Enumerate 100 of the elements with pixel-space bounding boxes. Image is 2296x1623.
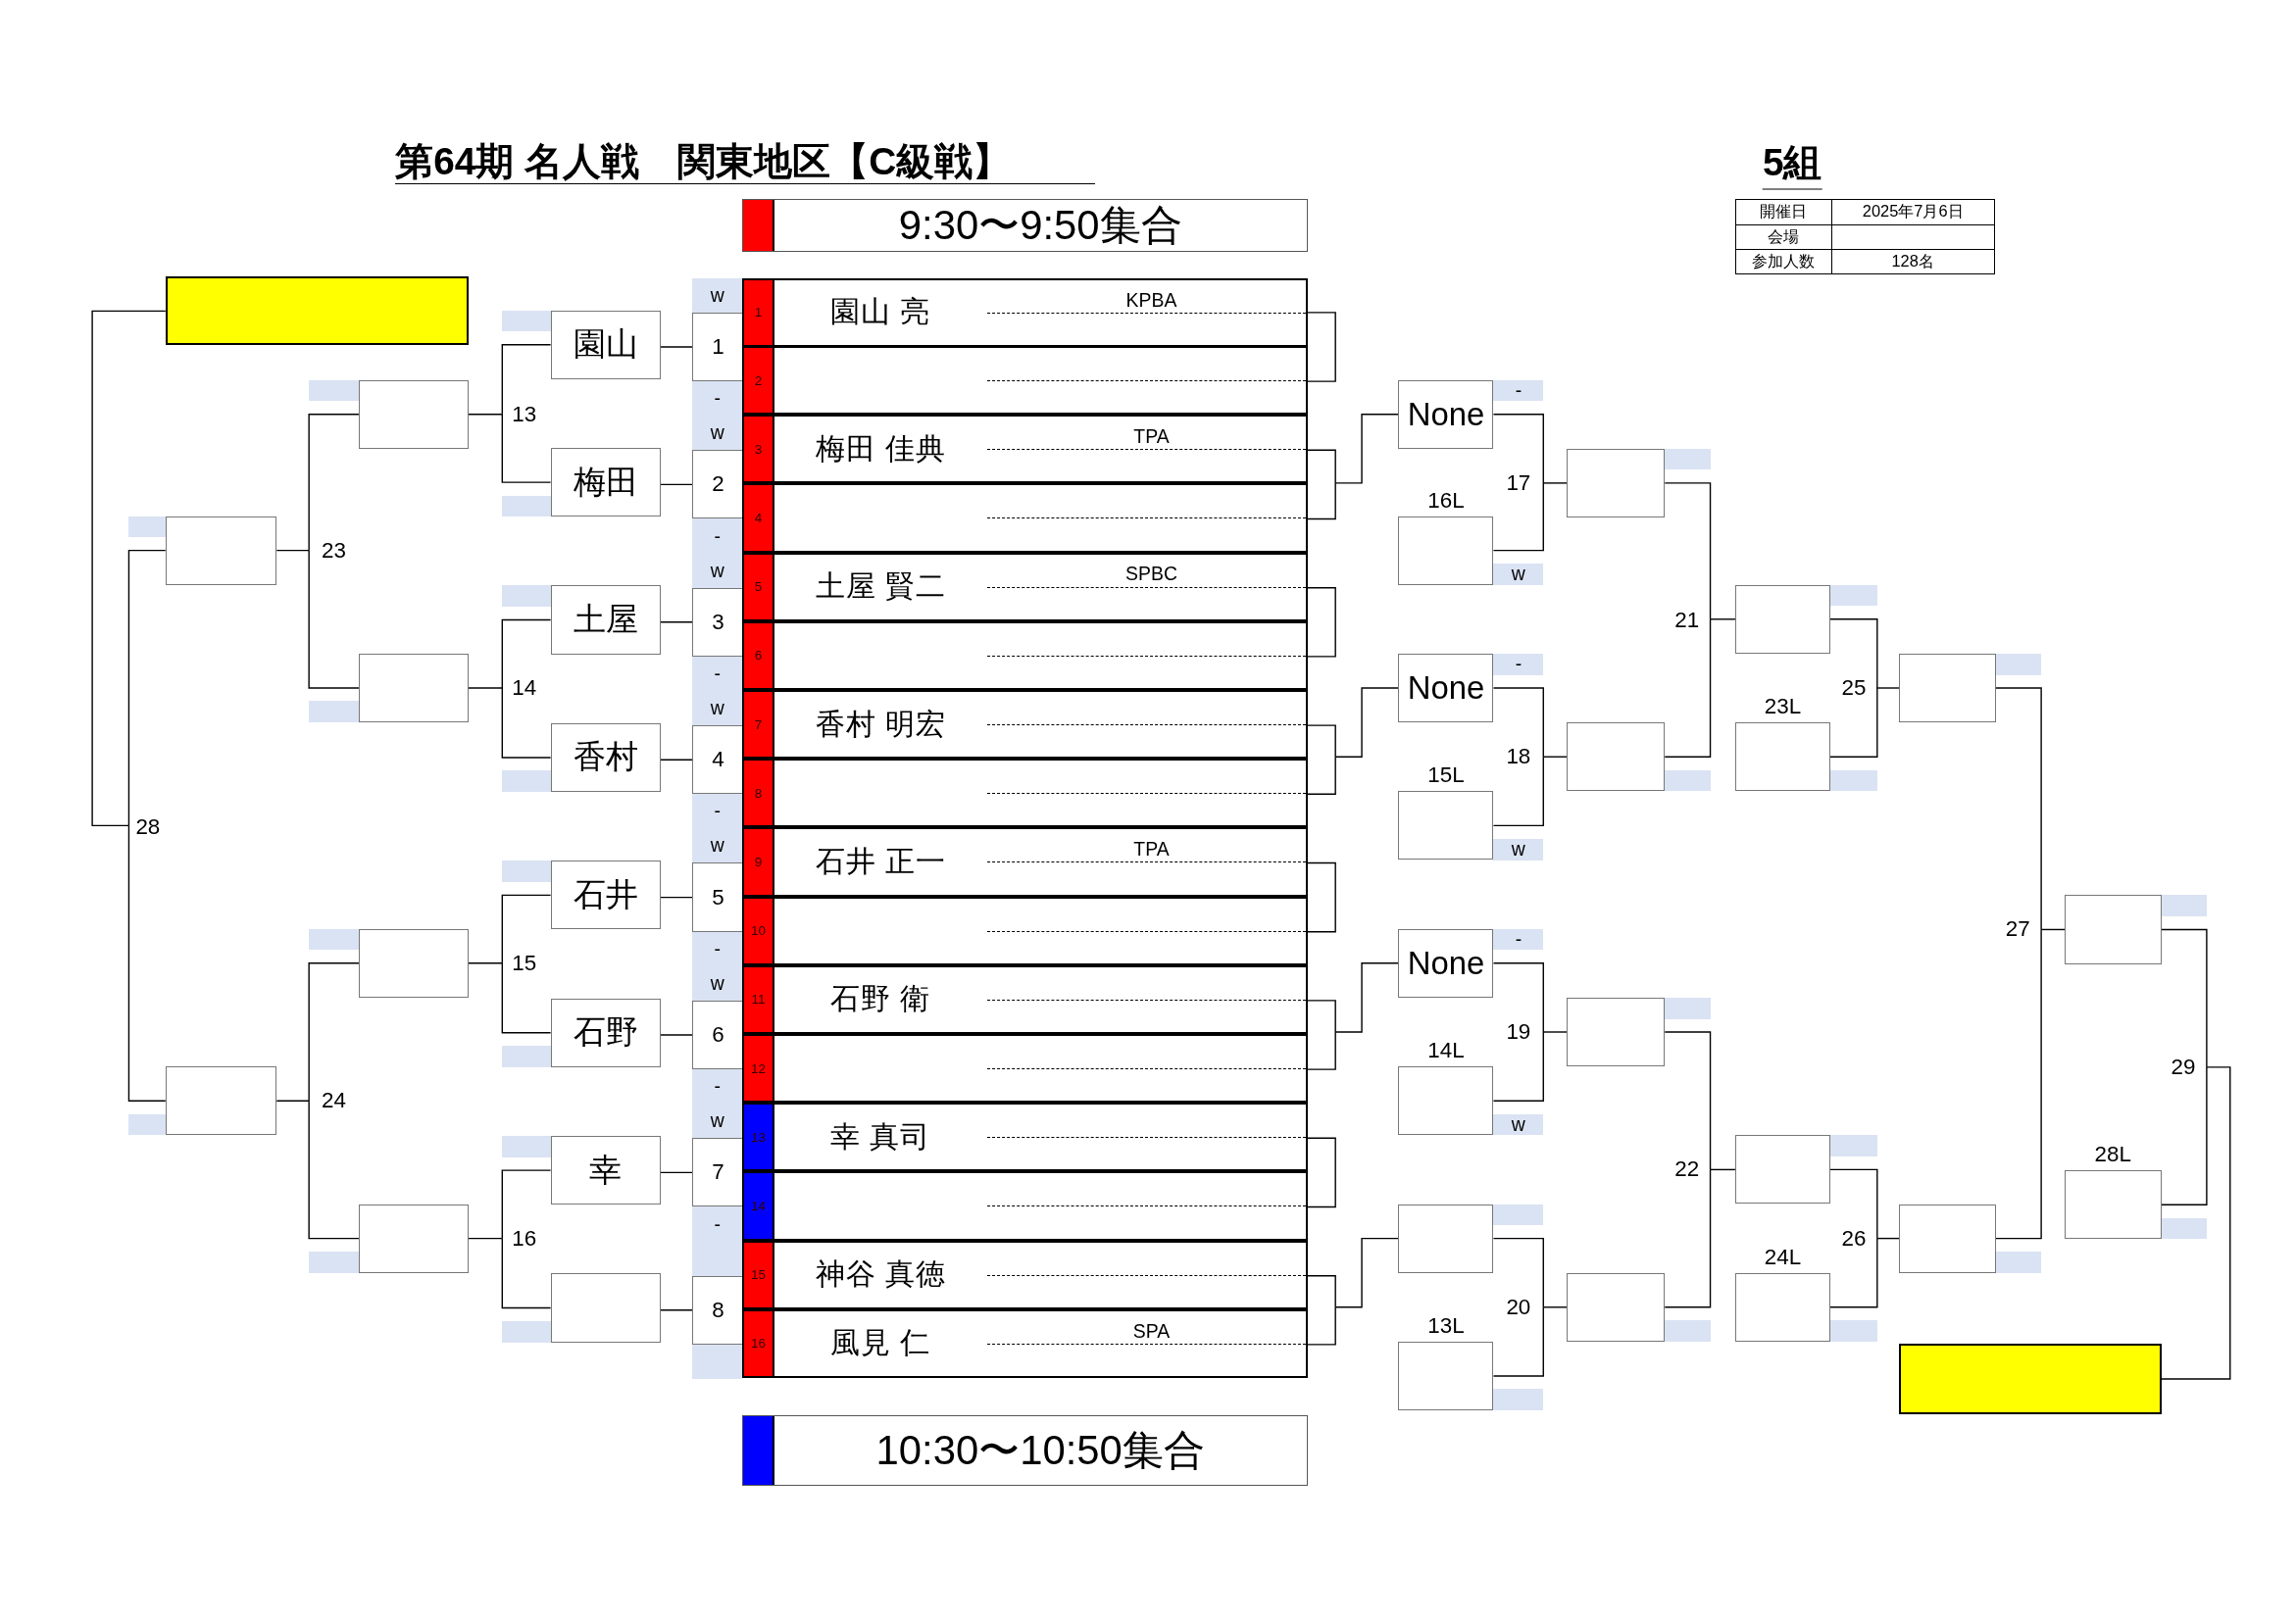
bracket-line	[127, 824, 167, 1102]
name-box: 梅田	[550, 448, 661, 517]
bracket-line	[501, 894, 552, 964]
bracket-line	[1709, 618, 1736, 620]
seed-number-cell: 14	[744, 1173, 774, 1239]
result-cell: -	[692, 931, 743, 966]
time-text: 9:30〜9:50集合	[897, 201, 1183, 250]
seed-number-cell: 15	[744, 1242, 774, 1307]
empty-box	[550, 1273, 661, 1343]
bracket-line	[308, 962, 360, 1102]
bracket-line	[501, 962, 552, 1034]
name-box: 石井	[550, 861, 661, 930]
time-text: 10:30〜10:50集合	[874, 1426, 1206, 1476]
bracket-line	[1334, 414, 1400, 484]
result-cell: -	[692, 518, 743, 554]
empty-box	[1398, 1066, 1494, 1136]
bracket-line	[1334, 1237, 1400, 1308]
result-cell: w	[692, 828, 743, 863]
bracket-line	[1334, 687, 1400, 758]
seed-number-cell: 3	[744, 417, 774, 482]
empty-box	[1567, 448, 1666, 517]
round-label: 13L	[1427, 1312, 1465, 1339]
empty-box	[358, 653, 469, 723]
empty-box	[1398, 516, 1494, 585]
bracket-line	[1995, 928, 2042, 1240]
empty-box	[1899, 1204, 1996, 1273]
bracket-line	[1995, 687, 2042, 931]
score-cell: w	[1493, 564, 1544, 585]
bracket-line	[1492, 756, 1544, 827]
bracket-row	[742, 827, 1308, 897]
bracket-line	[468, 414, 503, 416]
bracket-line	[1492, 687, 1544, 758]
round-label: 23L	[1764, 694, 1802, 720]
bracket-line	[1829, 1237, 1878, 1308]
table-cell: 128名	[1830, 249, 1995, 275]
empty-box	[358, 379, 469, 449]
bracket-row	[742, 483, 1308, 553]
bracket-line	[501, 414, 552, 483]
affiliation-text: TPA	[1133, 838, 1170, 861]
match-number: 24	[322, 1088, 346, 1114]
name-box: None	[1398, 928, 1494, 998]
name-box: 幸	[550, 1136, 661, 1205]
empty-box	[1567, 722, 1666, 792]
bracket-line	[659, 896, 694, 899]
round-label: 28L	[2094, 1142, 2131, 1168]
bracket-line	[1492, 414, 1544, 484]
table-cell: 参加人数	[1734, 249, 1832, 275]
bracket-line	[659, 759, 694, 761]
bracket-line	[1829, 687, 1878, 758]
bracket-line	[308, 1100, 360, 1240]
match-number-cell: 8	[692, 1275, 743, 1345]
empty-box	[1567, 1272, 1666, 1342]
affiliation-text: SPA	[1132, 1319, 1171, 1343]
bracket-line	[1307, 1306, 1336, 1346]
match-number: 14	[512, 675, 537, 701]
bracket-line	[659, 1034, 694, 1036]
bracket-line	[1307, 587, 1336, 658]
score-cell: -	[1493, 379, 1544, 402]
group-label: 5組	[1762, 137, 1822, 190]
bracket-line	[2040, 928, 2066, 931]
player-name: 幸 真司	[829, 1118, 932, 1155]
match-number: 21	[1674, 608, 1700, 634]
bracket-line	[1492, 1237, 1544, 1308]
bracket-line	[1542, 756, 1568, 758]
empty-box	[1567, 997, 1666, 1067]
bracket-line	[1876, 687, 1900, 689]
bracket-line	[2160, 1066, 2231, 1380]
bracket-line	[1492, 1306, 1544, 1377]
match-number: 19	[1506, 1019, 1531, 1045]
empty-box	[1734, 584, 1830, 654]
match-number: 26	[1841, 1225, 1867, 1252]
empty-box	[2065, 1170, 2162, 1240]
table-cell: 2025年7月6日	[1830, 199, 1995, 225]
bracket-row	[742, 415, 1308, 484]
player-name: 石野 衛	[829, 981, 932, 1017]
result-cell: -	[692, 1069, 743, 1105]
empty-box	[1899, 653, 1996, 723]
bracket-line	[1829, 1168, 1878, 1240]
seed-number-cell: 13	[744, 1105, 774, 1170]
match-number: 16	[512, 1225, 537, 1252]
score-cell: -	[1493, 928, 1544, 951]
match-number: 15	[512, 950, 537, 976]
seed-number-cell: 10	[744, 898, 774, 963]
bracket-row	[742, 1308, 1308, 1378]
result-cell: -	[692, 794, 743, 829]
bracket-line	[308, 414, 360, 552]
seed-number-cell: 4	[744, 485, 774, 551]
match-number: 29	[2171, 1054, 2196, 1080]
player-name: 神谷 真徳	[814, 1256, 947, 1293]
bracket-line	[1709, 1168, 1736, 1171]
bracket-row	[742, 1103, 1308, 1172]
bracket-line	[1542, 1306, 1568, 1308]
match-number: 18	[1506, 744, 1531, 770]
bracket-line	[1307, 449, 1336, 484]
name-box: None	[1398, 653, 1494, 723]
bracket-line	[1492, 482, 1544, 552]
seed-number-cell: 8	[744, 761, 774, 826]
bracket-line	[1334, 962, 1400, 1033]
empty-box	[358, 928, 469, 998]
bracket-line	[659, 1171, 694, 1174]
